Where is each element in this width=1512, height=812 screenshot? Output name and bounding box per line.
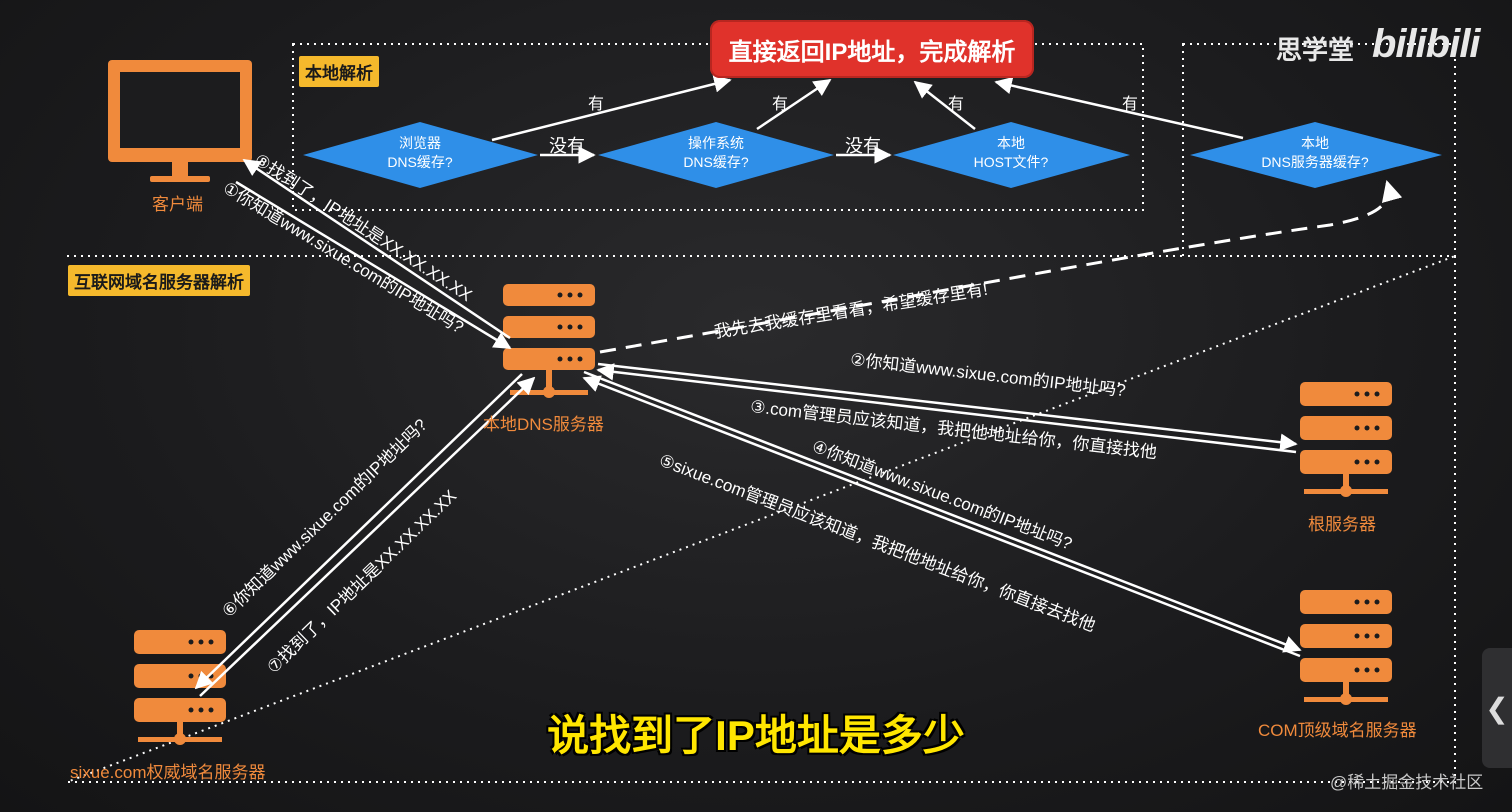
arrow-m7 <box>199 376 536 697</box>
client-monitor-icon <box>108 60 252 182</box>
arrow-dns-yes <box>994 76 1244 140</box>
local-region-label: 本地解析 <box>299 56 379 87</box>
arrow-host-yes <box>913 80 976 130</box>
internet-region-border <box>66 254 1456 783</box>
root-server-label: 根服务器 <box>1308 515 1376 534</box>
video-subtitle: 说找到了IP地址是多少 <box>547 712 965 759</box>
bilibili-logo: bilibili <box>1372 22 1481 66</box>
result-box: 直接返回IP地址，完成解析 <box>710 20 1034 78</box>
side-panel-toggle[interactable]: ❮ <box>1482 648 1512 768</box>
os-cache-diamond <box>598 122 834 188</box>
chevron-left-icon: ❮ <box>1485 692 1509 724</box>
dns-cache-region-border <box>1182 43 1456 257</box>
browser-cache-diamond <box>303 122 538 188</box>
arrow-m6 <box>194 373 523 690</box>
dns-server-cache-diamond <box>1190 122 1442 188</box>
local-dns-label: 本地DNS服务器 <box>483 415 604 434</box>
dashed-cache-arrow <box>599 179 1403 354</box>
brand-logo: 思学堂 <box>1276 35 1355 65</box>
arrow-os-yes <box>756 78 832 131</box>
arrow-m1 <box>235 180 512 350</box>
authority-server-label: sixue.com权威域名服务器 <box>70 763 266 782</box>
arrow-m5 <box>582 375 1301 658</box>
internet-region-label: 互联网域名服务器解析 <box>68 265 250 296</box>
com-server-label: COM顶级域名服务器 <box>1258 721 1417 740</box>
host-file-text: 本地 HOST文件? <box>973 135 1049 170</box>
edge-yes-dns: 有 <box>1122 96 1139 113</box>
arrow-m2 <box>597 362 1298 451</box>
edge-yes-os: 有 <box>772 96 789 113</box>
local-region-border <box>292 43 1144 211</box>
watermark: @稀土掘金技术社区 <box>1330 773 1484 792</box>
arrow-m3 <box>596 363 1297 454</box>
edge-no-browser: 没有 <box>549 136 585 156</box>
arrow-browser-yes <box>491 75 732 142</box>
os-cache-text: 操作系统 DNS缓存? <box>683 135 749 170</box>
edge-yes-host: 有 <box>948 96 965 113</box>
root-server-icon <box>1300 382 1392 497</box>
client-label: 客户端 <box>152 195 203 214</box>
com-server-icon <box>1300 590 1392 705</box>
local-dns-server-icon <box>503 284 595 398</box>
arrow-m4 <box>583 370 1302 653</box>
arrow-m8 <box>242 158 511 340</box>
edge-yes-browser: 有 <box>588 96 605 113</box>
edge-no-os: 没有 <box>845 136 881 156</box>
browser-cache-text: 浏览器 DNS缓存? <box>387 135 453 170</box>
dns-server-cache-text: 本地 DNS服务器缓存? <box>1261 135 1369 170</box>
host-file-diamond <box>893 122 1130 188</box>
